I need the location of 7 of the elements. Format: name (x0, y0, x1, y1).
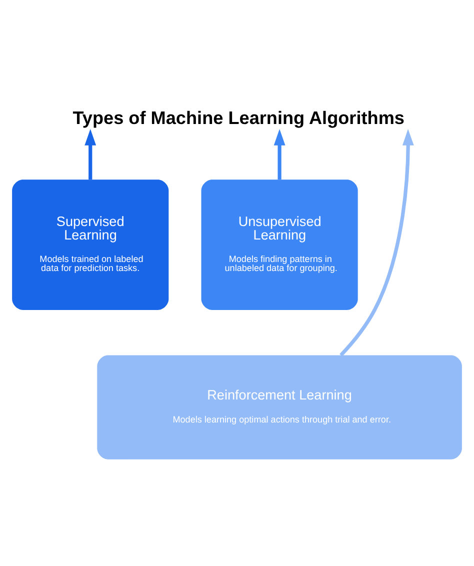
diagram-title: Types of Machine Learning Algorithms (72, 108, 404, 128)
node-box: Reinforcement Learning Models learning optimal actions through trial and error. (97, 355, 462, 460)
arrow (274, 129, 286, 180)
arrow (84, 129, 96, 180)
node-box: Supervised Learning Models trained on labeled data for prediction tasks. (12, 180, 169, 310)
node-box: Unsupervised Learning Models finding patterns in unlabeled data for grouping. (201, 180, 358, 310)
arrow (340, 129, 414, 356)
